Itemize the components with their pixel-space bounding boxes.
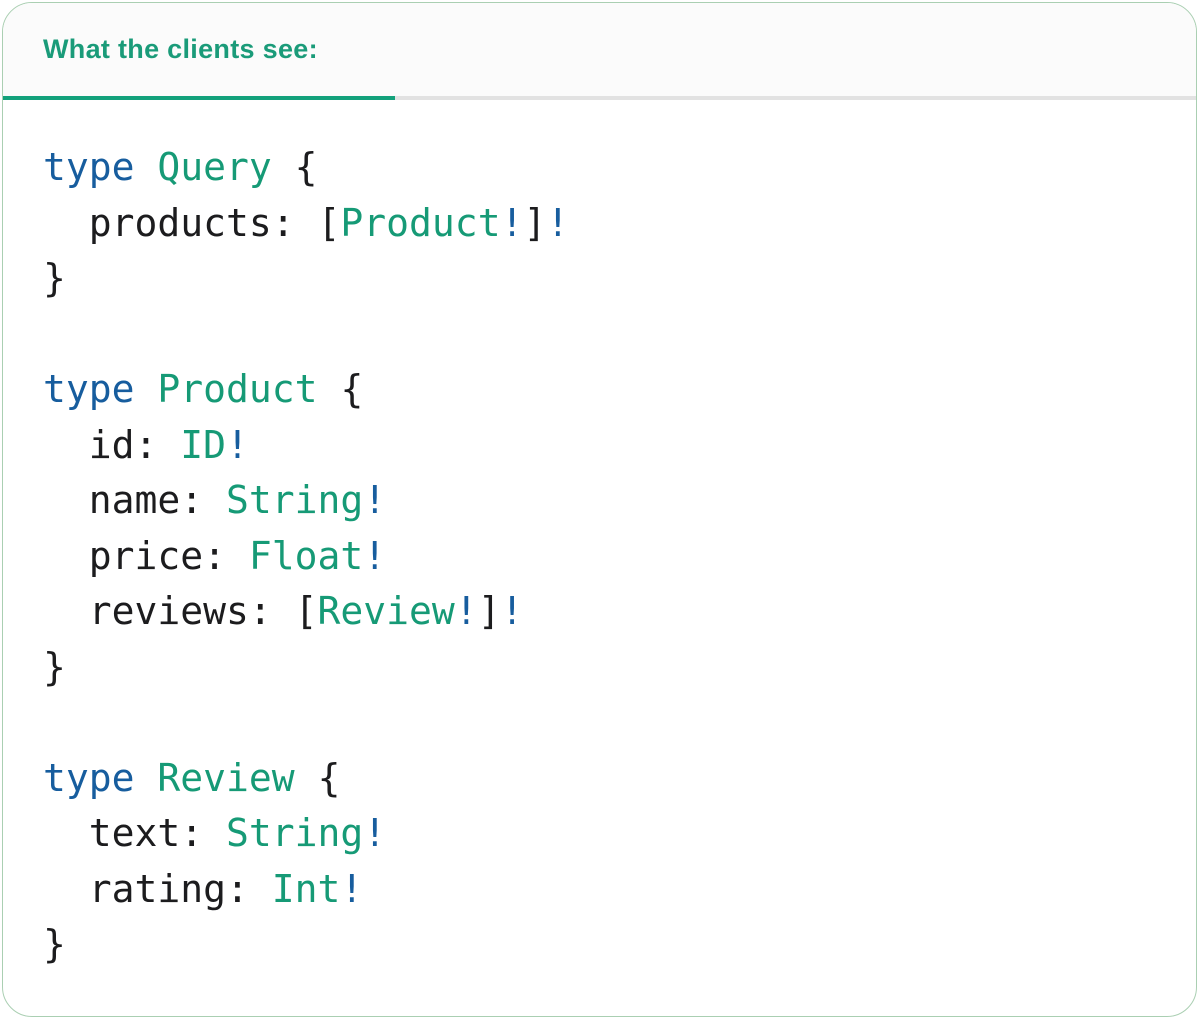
graphql-code-block: type Query { products: [Product!]!} type… [3,100,1196,973]
code-line: text: String! [43,811,387,855]
header-divider [3,96,1196,100]
code-line: } [43,922,66,966]
active-tab-underline [3,96,395,100]
tab-label: What the clients see: [43,34,318,64]
code-line: type Query { [43,145,318,189]
code-line: id: ID! [43,422,249,467]
code-line: products: [Product!]! [43,200,570,245]
code-line: type Product { [43,367,364,411]
code-line: } [43,644,66,689]
code-line: rating: Int! [43,866,364,911]
code-line [43,695,1176,751]
code-line: name: String! [43,478,387,522]
code-line: type Review { [43,755,341,800]
code-line: price: Float! [43,533,387,578]
code-line [43,307,1176,363]
card-header: What the clients see: [3,3,1196,96]
tab-what-clients-see[interactable]: What the clients see: [43,34,318,65]
code-line: } [43,256,66,300]
code-line: reviews: [Review!]! [43,589,524,633]
